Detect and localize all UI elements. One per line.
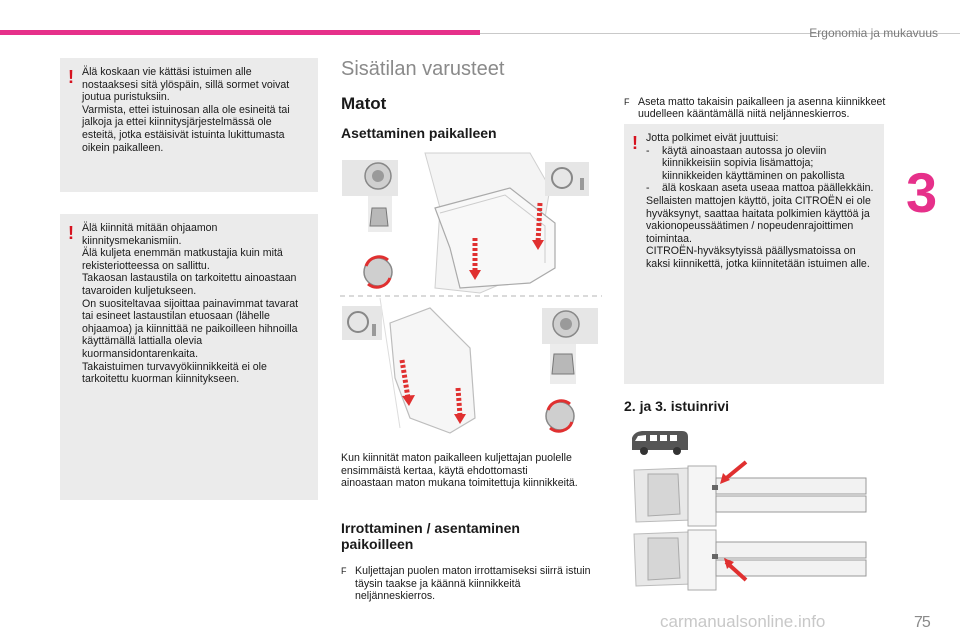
- remove-instruction: F Kuljettajan puolen maton irrottamiseks…: [341, 565, 595, 603]
- warning-outro: Sellaisten mattojen käyttö, joita CITROË…: [646, 194, 871, 270]
- warning-icon: !: [632, 133, 638, 153]
- driver-mat-diagram: [424, 152, 556, 294]
- header-rule: [480, 33, 960, 34]
- heading-install: Asettaminen paikalleen: [341, 125, 497, 141]
- warning-intro: Jotta polkimet eivät juuttuisi:: [646, 132, 779, 144]
- seat-rail: [715, 477, 867, 495]
- running-title: Ergonomia ja mukavuus: [809, 26, 938, 40]
- header-accent-bar: [0, 30, 480, 35]
- arrow-icon: [724, 558, 734, 569]
- seat-diagram: [633, 465, 717, 527]
- warning-icon: !: [68, 67, 74, 87]
- bullet-text: Kuljettajan puolen maton irrottamiseksi …: [355, 565, 591, 603]
- seat-rail: [715, 495, 867, 513]
- warning-box-pedals: ! Jotta polkimet eivät juuttuisi: - käyt…: [624, 124, 884, 384]
- seat-rail: [715, 541, 867, 559]
- seat-diagram: [633, 529, 717, 591]
- bullet-symbol: F: [624, 96, 630, 107]
- warning-box-cargo: ! Älä kiinnitä mitään ohjaamon kiinnitys…: [60, 214, 318, 500]
- arrow-icon: [720, 473, 730, 484]
- warning-icon: !: [68, 223, 74, 243]
- page-number: 75: [914, 614, 931, 631]
- heading-mats: Matot: [341, 94, 387, 113]
- van-icon: [632, 431, 688, 455]
- watermark: carmanualsonline.info: [660, 612, 826, 631]
- chapter-number: 3: [906, 161, 938, 224]
- refit-instruction: F Aseta matto takaisin paikalleen ja ase…: [624, 96, 894, 121]
- warning-list-item: - käytä ainoastaan autossa jo oleviin ki…: [646, 144, 845, 182]
- bullet-text: Aseta matto takaisin paikalleen ja asenn…: [638, 95, 886, 121]
- bullet-symbol: F: [341, 566, 347, 576]
- warning-list-item: - älä koskaan aseta useaa mattoa päällek…: [646, 182, 874, 195]
- seat-rows-illustration: [628, 460, 886, 594]
- seat-rail: [715, 559, 867, 577]
- warning-text: Älä kiinnitä mitään ohjaamon kiinnitysme…: [82, 222, 299, 386]
- section-title: Sisätilan varusteet: [341, 58, 505, 80]
- install-text: Kun kiinnität maton paikalleen kuljettaj…: [341, 452, 578, 490]
- mat-installation-illustration: [340, 152, 602, 434]
- warning-text: Älä koskaan vie kättäsi istuimen alle no…: [82, 66, 290, 154]
- passenger-mat-diagram: [379, 297, 476, 434]
- heading-rows: 2. ja 3. istuinrivi: [624, 398, 730, 414]
- heading-remove: Irrottaminen / asentaminen paikoilleen: [341, 520, 520, 552]
- warning-box-hands: ! Älä koskaan vie kättäsi istuimen alle …: [60, 58, 318, 192]
